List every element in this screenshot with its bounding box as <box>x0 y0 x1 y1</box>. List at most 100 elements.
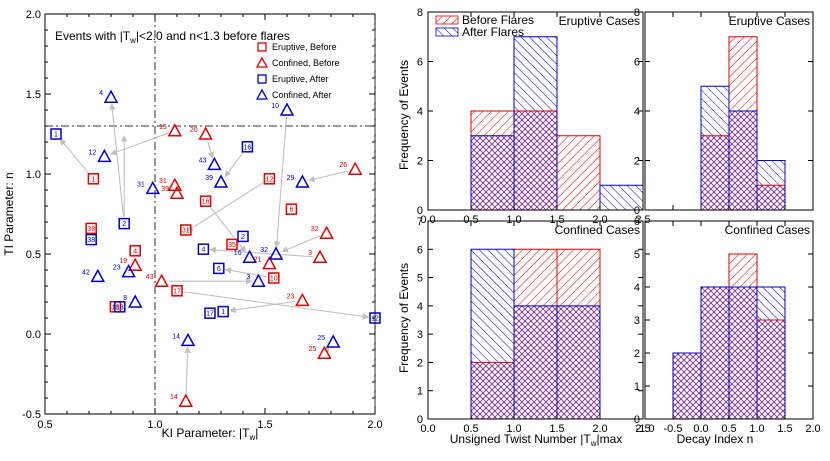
triangle-marker <box>145 180 161 195</box>
square-marker <box>213 262 225 275</box>
histogram-bar-overlap <box>471 135 514 210</box>
hist-x-label-decay: Decay Index n <box>677 432 754 446</box>
point-label: 6 <box>217 266 221 273</box>
point-label: 12 <box>266 176 274 183</box>
evolution-arrow <box>183 291 370 320</box>
scatter-y-axis-label: TI Parameter: n <box>2 172 16 255</box>
triangle-marker <box>317 345 332 359</box>
hist-x-tick-label: 1.0 <box>506 423 521 435</box>
hist-y-tick-label: 0 <box>634 205 640 217</box>
evolution-arrow <box>207 140 215 159</box>
point-label: 16 <box>202 199 210 206</box>
histogram-bar-overlap <box>701 287 729 419</box>
x-tick-label: 0.5 <box>37 419 52 431</box>
point-label: 10 <box>271 103 279 110</box>
y-tick-label: 2.0 <box>26 9 41 21</box>
legend-entry-label: Eruptive, Before <box>272 42 337 52</box>
square-marker <box>226 238 238 251</box>
hist-x-tick-label: 1.0 <box>749 423 764 435</box>
hist-x-tick-label: 1.5 <box>549 423 564 435</box>
square-marker <box>129 245 141 257</box>
triangle-marker <box>121 264 136 278</box>
evolution-arrow <box>109 103 125 217</box>
y-tick-label: 0.0 <box>26 329 41 341</box>
hist-x-tick-label: 2.0 <box>592 423 607 435</box>
histogram-bar-excess <box>514 36 557 111</box>
square-marker <box>85 233 97 246</box>
legend-entry-label: Before Flares <box>462 13 534 27</box>
point-label: 18 <box>116 304 124 311</box>
square-marker <box>87 173 100 185</box>
hist-y-tick-label: 5 <box>417 273 423 285</box>
square-marker <box>85 222 97 235</box>
point-label: 31 <box>182 228 190 235</box>
hist-y-tick-label: 6 <box>634 216 640 228</box>
histogram-bar-excess <box>600 185 643 210</box>
evolution-arrow <box>308 170 349 183</box>
triangle-marker <box>325 334 341 348</box>
point-label: 23 <box>113 265 121 272</box>
point-label: 25 <box>317 335 325 342</box>
point-label: 29 <box>287 175 295 182</box>
point-label: 12 <box>89 149 97 156</box>
hist-y-tick-label: 0 <box>417 414 423 426</box>
histogram-bar-overlap <box>673 353 701 419</box>
histogram-bar-excess <box>557 249 600 306</box>
point-label: 4 <box>99 90 103 97</box>
evolution-arrow <box>184 346 191 395</box>
point-label: 25 <box>309 346 317 353</box>
hist-y-tick-label: 7 <box>417 216 423 228</box>
hist-x-tick-label: -0.5 <box>664 423 683 435</box>
point-label: 31 <box>137 181 145 188</box>
square-marker <box>197 243 210 255</box>
point-label: 16 <box>234 250 242 257</box>
triangle-marker <box>347 161 363 175</box>
triangle-marker <box>319 225 334 239</box>
square-marker <box>199 195 212 207</box>
point-label: 39 <box>161 186 169 193</box>
hist-y-label-bottom: Frequency of Events <box>397 263 411 373</box>
square-marker <box>171 285 183 297</box>
legend-entry-label: Eruptive, After <box>272 74 329 84</box>
hist-y-tick-label: 1 <box>634 381 640 393</box>
histogram-bar-excess <box>557 135 600 210</box>
hist-x-tick-label: 1.5 <box>777 423 792 435</box>
evolution-arrow <box>281 235 321 253</box>
triangle-marker <box>207 156 222 171</box>
hist-y-tick-label: 6 <box>634 57 640 69</box>
histogram-bar-overlap <box>757 185 785 210</box>
histogram-bar-overlap <box>701 135 729 210</box>
triangle-marker <box>169 185 185 199</box>
point-label: 15 <box>159 124 167 131</box>
hist-y-tick-label: 0 <box>417 205 423 217</box>
hist-y-tick-label: 2 <box>634 156 640 168</box>
reference-lines <box>45 14 376 414</box>
hist-x-tick-label: 2.5 <box>635 423 650 435</box>
evolution-arrow <box>229 300 296 314</box>
point-label: 43 <box>199 157 207 164</box>
histogram-frame <box>427 220 644 420</box>
histogram-bar-excess <box>729 36 757 111</box>
histogram-bar-overlap <box>729 111 757 210</box>
point-label: 39 <box>205 175 213 182</box>
hist-x-tick-label: 0.5 <box>463 214 478 226</box>
point-label: 32 <box>311 226 319 233</box>
triangle-marker <box>167 177 183 191</box>
histogram-bar-excess <box>514 249 557 306</box>
hist-x-label-twist: Unsigned Twist Number |Tw|max <box>450 432 623 448</box>
point-label: 6 <box>289 207 293 214</box>
square-marker <box>285 203 298 215</box>
hist-x-tick-label: -1.0 <box>636 423 655 435</box>
triangle-marker <box>251 273 266 287</box>
point-label: 4 <box>201 247 205 254</box>
hist-y-tick-label: 6 <box>417 244 423 256</box>
triangle-marker <box>295 174 310 188</box>
histogram-bar-overlap <box>757 320 785 419</box>
hist-y-tick-label: 2 <box>417 357 423 369</box>
point-label: 23 <box>287 293 295 300</box>
evolution-arrow <box>209 246 314 258</box>
square-marker <box>369 312 381 324</box>
